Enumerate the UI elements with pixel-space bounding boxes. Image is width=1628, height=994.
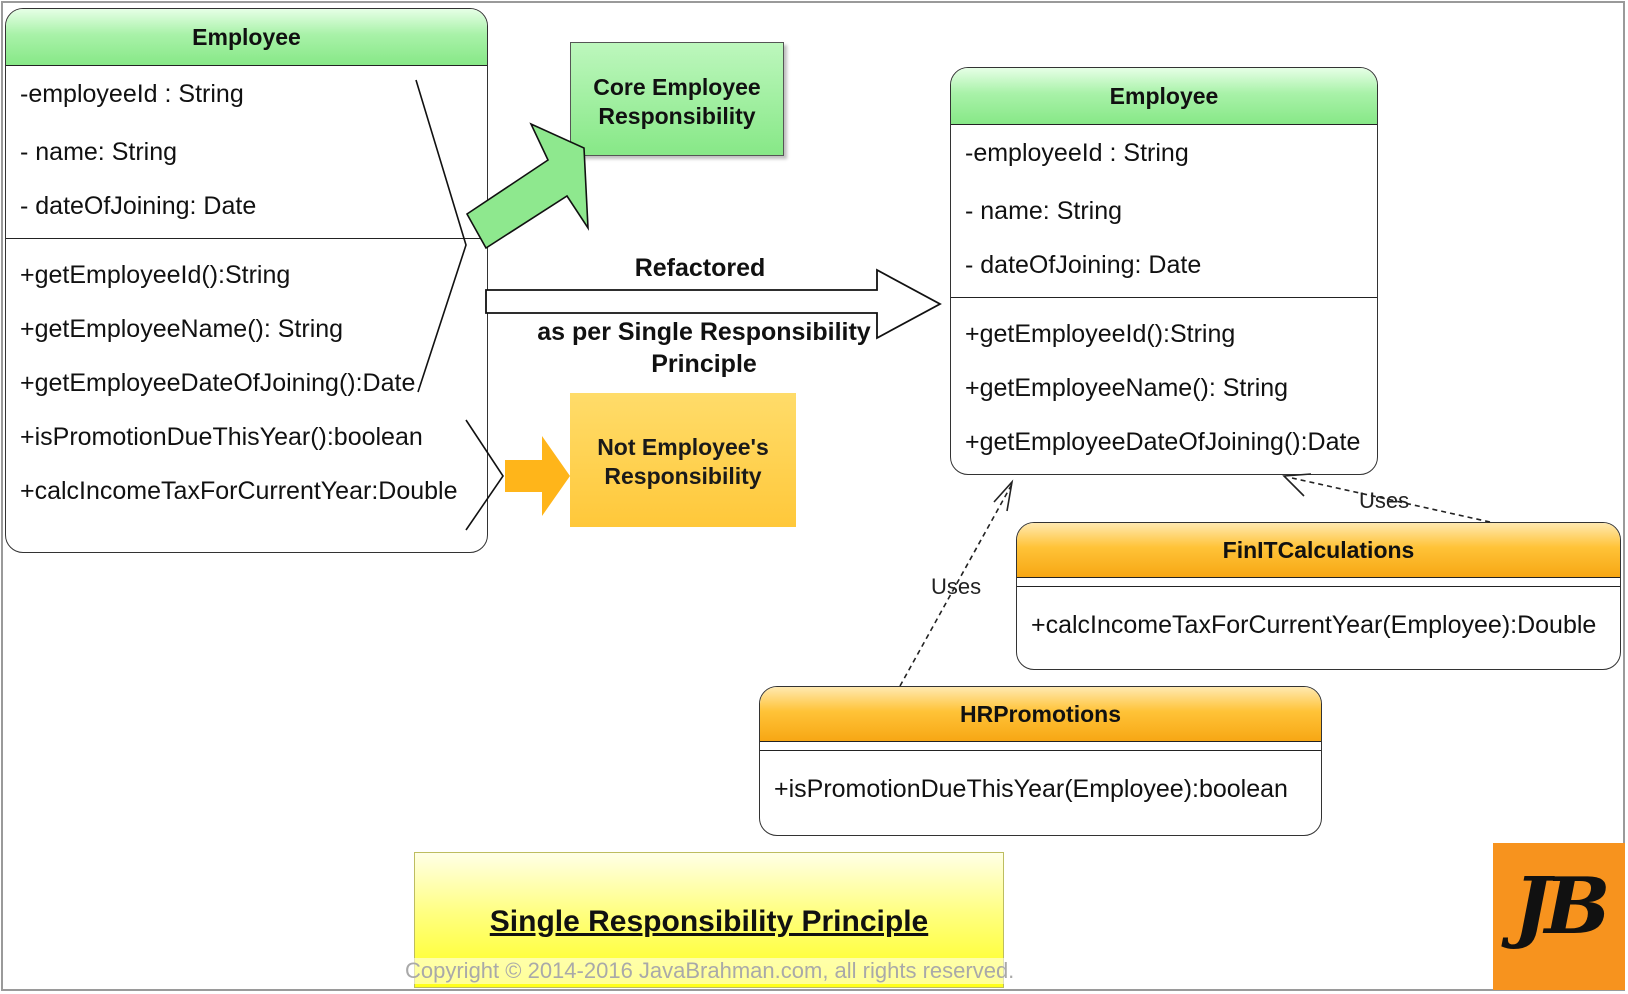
refactor-reason-label-line1: as per Single Responsibility xyxy=(537,318,871,346)
right-class-title: Employee xyxy=(951,68,1377,125)
copyright-text: Copyright © 2014-2016 JavaBrahman.com, a… xyxy=(405,958,1045,984)
method-row: +getEmployeeDateOfJoining():Date xyxy=(965,428,1361,456)
method-row: +getEmployeeName(): String xyxy=(20,315,344,343)
attribute-row: - dateOfJoining: Date xyxy=(20,192,257,220)
method-row: +calcIncomeTaxForCurrentYear:Double xyxy=(20,477,458,505)
right-methods: +getEmployeeId():String +getEmployeeName… xyxy=(951,298,1377,474)
hr-uses-label: Uses xyxy=(931,574,982,599)
finit-methods: +calcIncomeTaxForCurrentYear(Employee):D… xyxy=(1017,587,1620,640)
finit-attributes-divider xyxy=(1017,578,1620,587)
javabrahman-logo: JB xyxy=(1493,843,1625,990)
hr-uses-arrowhead xyxy=(993,479,1014,512)
refactored-label: Refactored xyxy=(634,254,766,282)
refactor-reason-label-line2: Principle xyxy=(651,350,757,378)
left-employee-class: Employee -employeeId : String - name: St… xyxy=(5,8,488,553)
hr-uses-line xyxy=(899,483,1013,687)
method-row: +getEmployeeId():String xyxy=(965,320,1236,348)
method-row: +isPromotionDueThisYear(Employee):boolea… xyxy=(774,775,1288,803)
attribute-row: - dateOfJoining: Date xyxy=(965,251,1202,279)
non-employee-methods-brace xyxy=(465,419,504,531)
finit-uses-arrowhead xyxy=(1282,473,1312,497)
left-attributes: -employeeId : String - name: String - da… xyxy=(6,66,487,239)
green-core-arrow xyxy=(465,122,589,250)
method-row: +calcIncomeTaxForCurrentYear(Employee):D… xyxy=(1031,611,1597,639)
method-row: +isPromotionDueThisYear():boolean xyxy=(20,423,423,451)
attribute-row: -employeeId : String xyxy=(965,139,1189,167)
finit-uses-label: Uses xyxy=(1359,488,1410,513)
core-methods-brace xyxy=(415,79,467,393)
finit-uses-line xyxy=(1291,477,1491,523)
core-responsibility-note: Core Employee Responsibility xyxy=(570,42,784,156)
right-employee-class: Employee -employeeId : String - name: St… xyxy=(950,67,1378,475)
method-row: +getEmployeeDateOfJoining():Date xyxy=(20,369,416,397)
method-row: +getEmployeeId():String xyxy=(20,261,291,289)
attribute-row: - name: String xyxy=(965,197,1123,225)
hr-class-title: HRPromotions xyxy=(760,687,1321,742)
right-attributes: -employeeId : String - name: String - da… xyxy=(951,125,1377,298)
attribute-row: - name: String xyxy=(20,138,178,166)
logo-monogram: JB xyxy=(1513,861,1611,952)
hr-attributes-divider xyxy=(760,742,1321,751)
hr-promotions-class: HRPromotions +isPromotionDueThisYear(Emp… xyxy=(759,686,1322,836)
finit-calculations-class: FinITCalculations +calcIncomeTaxForCurre… xyxy=(1016,522,1621,670)
method-row: +getEmployeeName(): String xyxy=(965,374,1289,402)
not-employee-responsibility-note: Not Employee's Responsibility xyxy=(570,393,796,527)
hr-methods: +isPromotionDueThisYear(Employee):boolea… xyxy=(760,751,1321,804)
attribute-row: -employeeId : String xyxy=(20,80,244,108)
left-class-title: Employee xyxy=(6,9,487,66)
srp-title: Single Responsibility Principle xyxy=(489,905,929,938)
left-methods: +getEmployeeId():String +getEmployeeName… xyxy=(6,239,487,531)
orange-arrow xyxy=(505,436,570,516)
finit-class-title: FinITCalculations xyxy=(1017,523,1620,578)
refactor-arrow xyxy=(485,268,942,340)
